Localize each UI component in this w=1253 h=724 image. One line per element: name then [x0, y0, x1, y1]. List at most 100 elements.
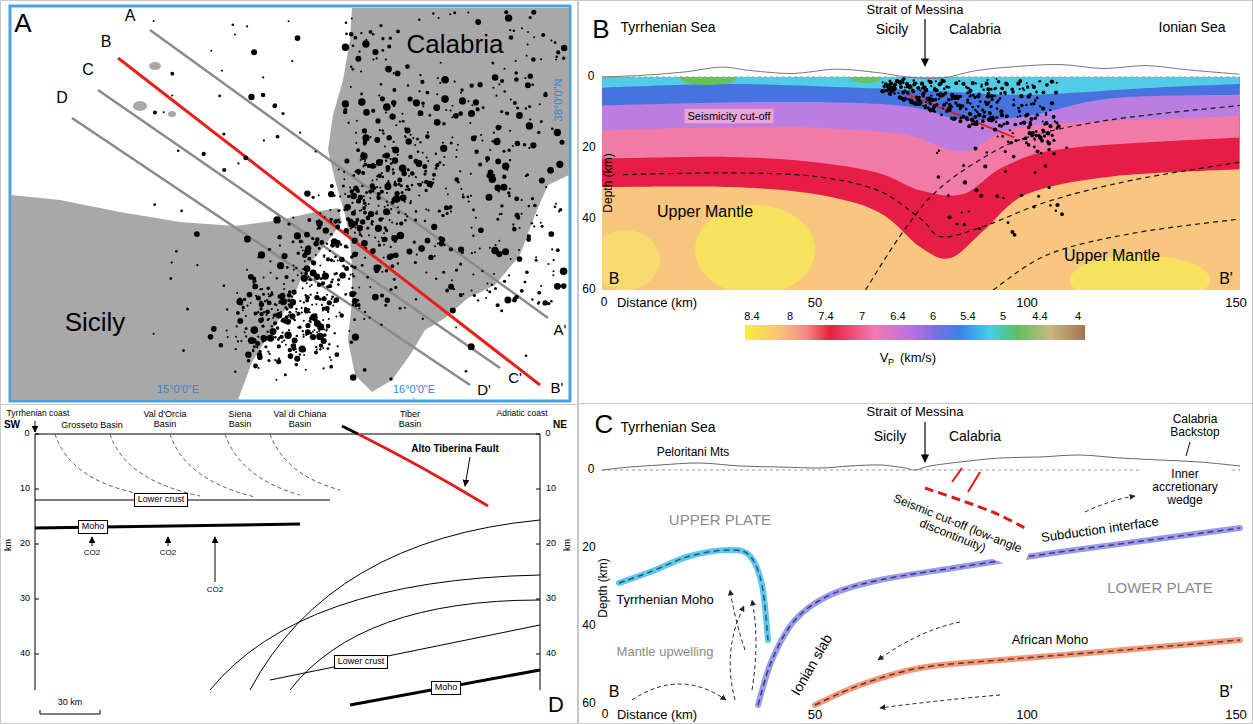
earthquake-dot [922, 84, 924, 86]
earthquake-dot [1005, 82, 1009, 86]
earthquake-dot [486, 194, 493, 201]
earthquake-dot [556, 50, 560, 54]
text-box: Seismicity cut-off [684, 108, 775, 124]
earthquake-dot [268, 359, 271, 362]
earthquake-dot [349, 187, 351, 189]
earthquake-dot [375, 118, 380, 123]
earthquake-dot [507, 191, 510, 194]
earthquake-dot [947, 86, 950, 89]
slow-patch [851, 77, 881, 83]
earthquake-dot [389, 377, 392, 380]
earthquake-dot [252, 281, 255, 284]
earthquake-dot [331, 234, 333, 236]
earthquake-dot [359, 231, 361, 233]
earthquake-dot [993, 87, 996, 90]
earthquake-dot [938, 82, 942, 86]
earthquake-dot [502, 175, 506, 179]
earthquake-dot [303, 320, 305, 322]
earthquake-dot [445, 109, 447, 111]
earthquake-dot [1024, 114, 1028, 118]
earthquake-dot [972, 120, 975, 123]
earthquake-dot [265, 310, 270, 315]
profile-label: B [609, 270, 620, 288]
earthquake-dot [344, 193, 346, 195]
earthquake-dot [322, 319, 324, 321]
earthquake-dot [393, 183, 397, 187]
earthquake-dot [971, 106, 974, 109]
earthquake-dot [283, 288, 285, 290]
earthquake-dot [347, 122, 349, 124]
earthquake-dot [326, 329, 328, 331]
earthquake-dot [510, 258, 512, 260]
earthquake-dot [449, 247, 453, 251]
earthquake-dot [364, 311, 366, 313]
earthquake-dot [344, 293, 346, 295]
color-scale-value: 5 [1000, 310, 1006, 322]
earthquake-dot [445, 188, 447, 190]
earthquake-dot [366, 227, 369, 230]
earthquake-dot [412, 137, 414, 139]
earthquake-dot [364, 246, 366, 248]
earthquake-dot [967, 124, 971, 128]
island [168, 111, 176, 117]
earthquake-dot [526, 55, 528, 57]
axis-tick-mark [536, 599, 540, 600]
earthquake-dot [288, 329, 290, 331]
earthquake-dot [1047, 141, 1051, 145]
earthquake-dot [361, 240, 368, 247]
earthquake-dot [414, 144, 416, 146]
earthquake-dot [995, 121, 998, 124]
earthquake-dot [517, 256, 523, 262]
earthquake-dot [313, 317, 318, 322]
earthquake-dot [974, 122, 978, 126]
profile-label: D [56, 89, 68, 107]
earthquake-dot [289, 320, 291, 322]
earthquake-dot [399, 164, 407, 172]
place-label: Strait of Messina [867, 3, 964, 17]
earthquake-dot [496, 251, 502, 257]
earthquake-dot [312, 331, 314, 333]
earthquake-dot [430, 186, 432, 188]
earthquake-dot [407, 168, 410, 171]
earthquake-dot [281, 341, 283, 343]
moho-dashed-line [623, 162, 1239, 237]
earthquake-dot [419, 90, 421, 92]
earthquake-dot [435, 278, 437, 280]
earthquake-dot [453, 11, 456, 14]
earthquake-dot [330, 281, 333, 284]
earthquake-dot [380, 190, 384, 194]
earthquake-dot [526, 122, 533, 129]
place-label: NE [553, 419, 567, 430]
earthquake-dot [153, 203, 156, 206]
earthquake-dot [371, 188, 373, 190]
earthquake-dot [407, 188, 411, 192]
earthquake-dot [539, 178, 545, 184]
earthquake-dot [508, 195, 511, 198]
axis-tick-mark [35, 654, 39, 655]
earthquake-dot [445, 289, 449, 293]
earthquake-dot [928, 101, 930, 103]
panel-letter: B [592, 16, 609, 42]
earthquake-dot [978, 113, 982, 117]
african-moho-dashed-line [993, 219, 1240, 290]
earthquake-dot [349, 32, 354, 37]
earthquake-dot [371, 220, 374, 223]
earthquake-dot [929, 80, 933, 84]
axis-tick-mark [35, 489, 39, 490]
earthquake-dot [281, 253, 287, 259]
earthquake-dot [316, 228, 318, 230]
earthquake-dot [1048, 124, 1052, 128]
earthquake-dot [380, 83, 383, 86]
axis-tick: 0 [545, 429, 550, 439]
earthquake-dot [407, 84, 409, 86]
earthquake-dot [242, 306, 245, 309]
earthquake-dot [963, 180, 967, 184]
earthquake-dot [457, 144, 459, 146]
earthquake-dot [331, 298, 333, 300]
earthquake-dot [1011, 91, 1014, 94]
earthquake-dot [1020, 194, 1023, 197]
earthquake-dot [283, 339, 285, 341]
earthquake-dot [427, 181, 434, 188]
african-moho [815, 640, 1240, 705]
box-text: Moho [82, 522, 105, 532]
